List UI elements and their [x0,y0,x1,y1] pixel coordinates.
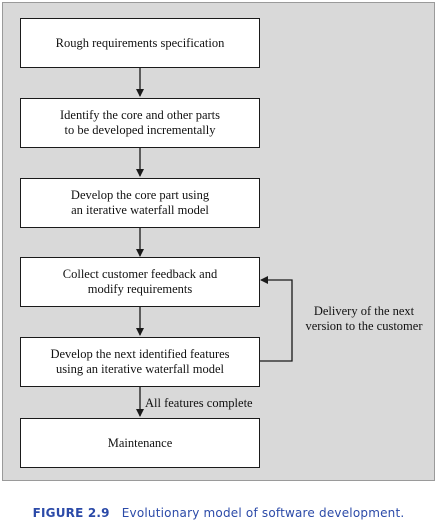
step-develop-next-features-box: Develop the next identified features usi… [20,337,260,387]
step-develop-next-features-text: Develop the next identified features usi… [50,347,230,376]
caption-figure-number: FIGURE 2.9 [32,506,110,520]
step-collect-feedback-box: Collect customer feedback and modify req… [20,257,260,307]
loop-delivery-label: Delivery of the next version to the cust… [305,304,423,333]
step-identify-core-text: Identify the core and other parts to be … [59,108,220,137]
step-maintenance-text: Maintenance [107,435,173,450]
step-develop-core-text: Develop the core part using an iterative… [70,188,210,217]
figure-caption: FIGURE 2.9 Evolutionary model of softwar… [0,506,437,520]
caption-text: Evolutionary model of software developme… [121,506,405,520]
feedback-loop-arrow [260,276,293,362]
figure-panel [2,2,435,481]
step-collect-feedback-text: Collect customer feedback and modify req… [62,267,218,296]
step-rough-requirements-box: Rough requirements specification [20,18,260,68]
step-develop-core-box: Develop the core part using an iterative… [20,178,260,228]
exit-condition-label: All features complete [145,396,253,410]
step-rough-requirements-text: Rough requirements specification [55,35,225,50]
step-maintenance-box: Maintenance [20,418,260,468]
diagram-connectors [136,68,293,417]
step-identify-core-box: Identify the core and other parts to be … [20,98,260,148]
